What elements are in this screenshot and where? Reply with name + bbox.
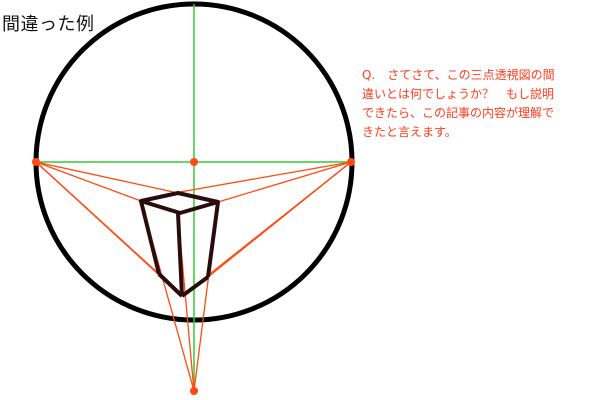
construction-line [217,161,352,203]
construction-line [179,161,352,193]
question-line: 違いとは何でしょうか？ もし説明 [362,87,555,101]
box-bottom-left [157,272,184,298]
page-title: 間違った例 [2,14,95,35]
construction-line [35,161,142,202]
box-bottom-right [180,275,210,298]
right-vanishing-point [347,158,355,166]
construction-line [35,161,179,194]
perspective-box [139,191,220,298]
question-line: できたら、この記事の内容が理解で [362,106,555,120]
box-top-face [139,191,220,215]
question-line: Q. さてさて、この三点透視図の間 [362,68,555,82]
question-text: Q. さてさて、この三点透視図の間 違いとは何でしょうか？ もし説明 できたら、… [362,66,594,142]
right-vp-construction-lines [179,161,352,297]
box-edge-right [206,201,220,278]
left-vanishing-point [32,158,40,166]
question-line: きたと言えます。 [362,125,457,139]
box-edge-front [176,212,184,297]
bottom-vanishing-point [190,387,198,395]
box-edge-left [139,200,161,275]
center-point [190,158,198,166]
